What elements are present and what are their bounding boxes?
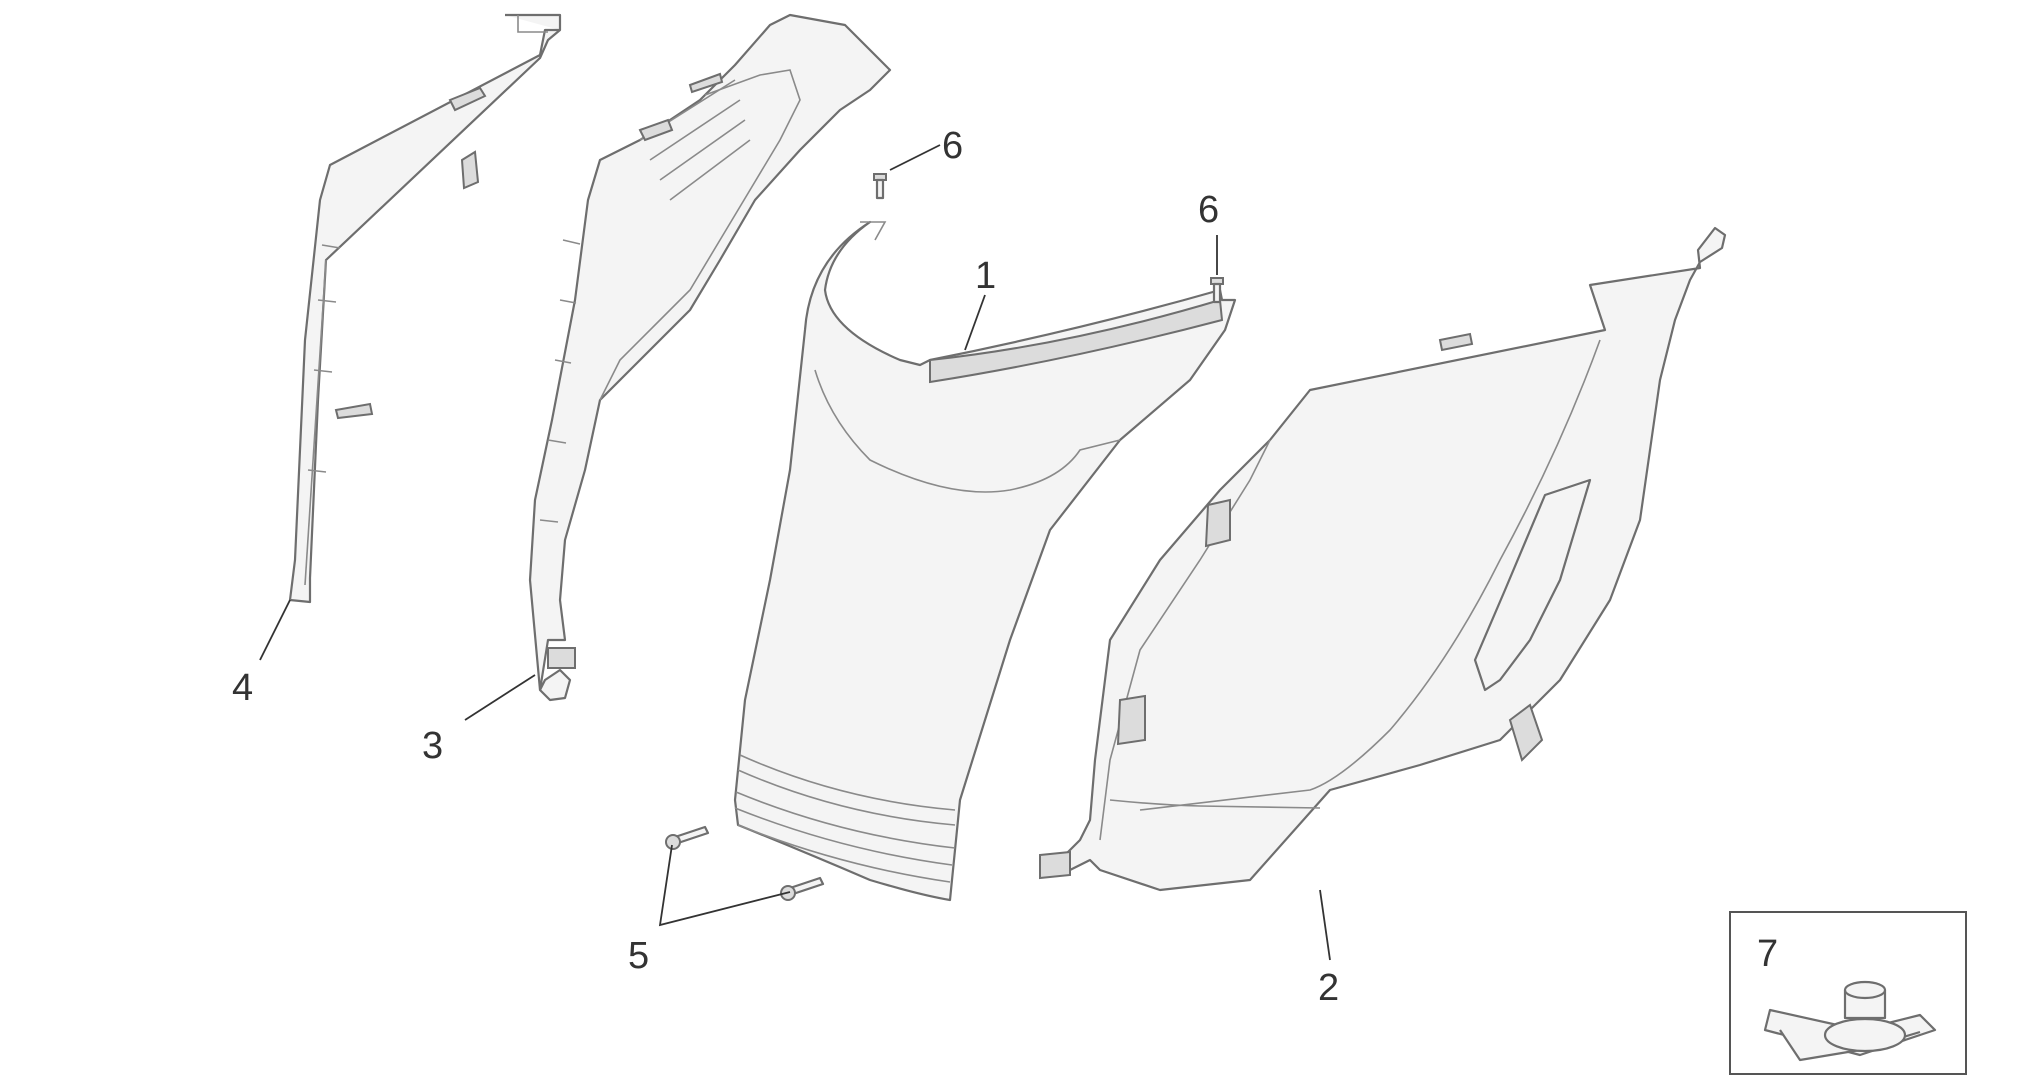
callout-5: 5 <box>628 935 649 977</box>
part-2-side-body-panel[interactable] <box>1039 226 1727 892</box>
part-5-screw-upper[interactable] <box>665 825 710 850</box>
callout-6-right: 6 <box>1198 189 1219 231</box>
part-4-inner-panel[interactable] <box>288 13 562 604</box>
callout-7: 7 <box>1757 933 1778 975</box>
part-6-screw-right[interactable] <box>1210 277 1224 304</box>
callout-3: 3 <box>422 725 443 767</box>
leader-lines <box>259 144 1331 961</box>
part-7-inset <box>1729 911 1967 1075</box>
part-5-screw-lower[interactable] <box>780 876 825 901</box>
callout-2: 2 <box>1318 967 1339 1009</box>
part-3-side-inner-cover[interactable] <box>528 13 892 702</box>
part-1-leg-shield[interactable] <box>733 220 1237 902</box>
part-7-clip-nut[interactable] <box>1763 980 1937 1062</box>
callout-4: 4 <box>232 667 253 709</box>
callout-6-left: 6 <box>942 125 963 167</box>
callout-1: 1 <box>975 255 996 297</box>
part-6-screw-left[interactable] <box>873 173 887 200</box>
